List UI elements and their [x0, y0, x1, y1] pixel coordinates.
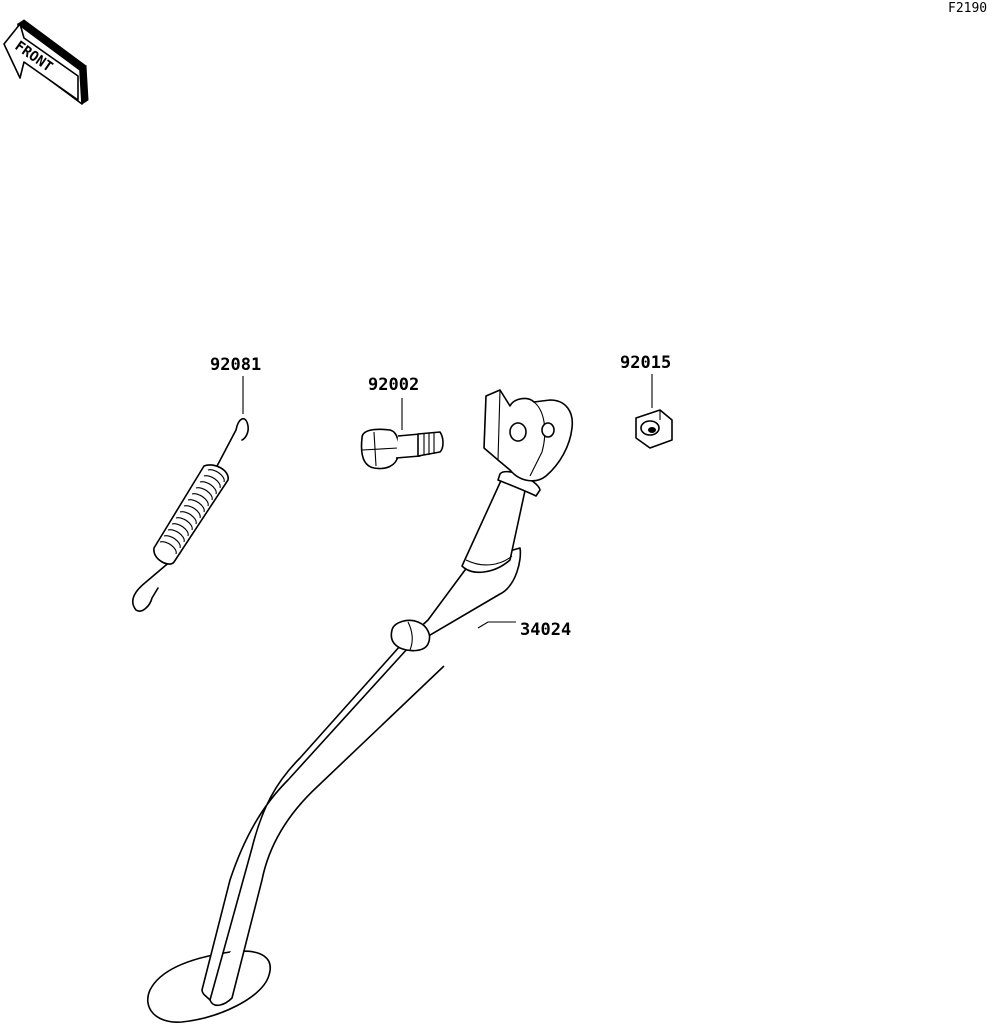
- spring-92081: [131, 418, 249, 612]
- side-stand-34024: [147, 389, 574, 1023]
- part-label-92002: 92002: [368, 375, 419, 395]
- nut-92015: [635, 409, 673, 449]
- leader-34024: [477, 621, 516, 629]
- part-label-34024: 34024: [520, 620, 571, 640]
- figure-code: F2190: [948, 1, 987, 16]
- front-arrow-icon: FRONT: [3, 19, 89, 105]
- bolt-92002: [360, 428, 444, 470]
- part-label-92081: 92081: [210, 355, 261, 375]
- part-label-92015: 92015: [620, 353, 671, 373]
